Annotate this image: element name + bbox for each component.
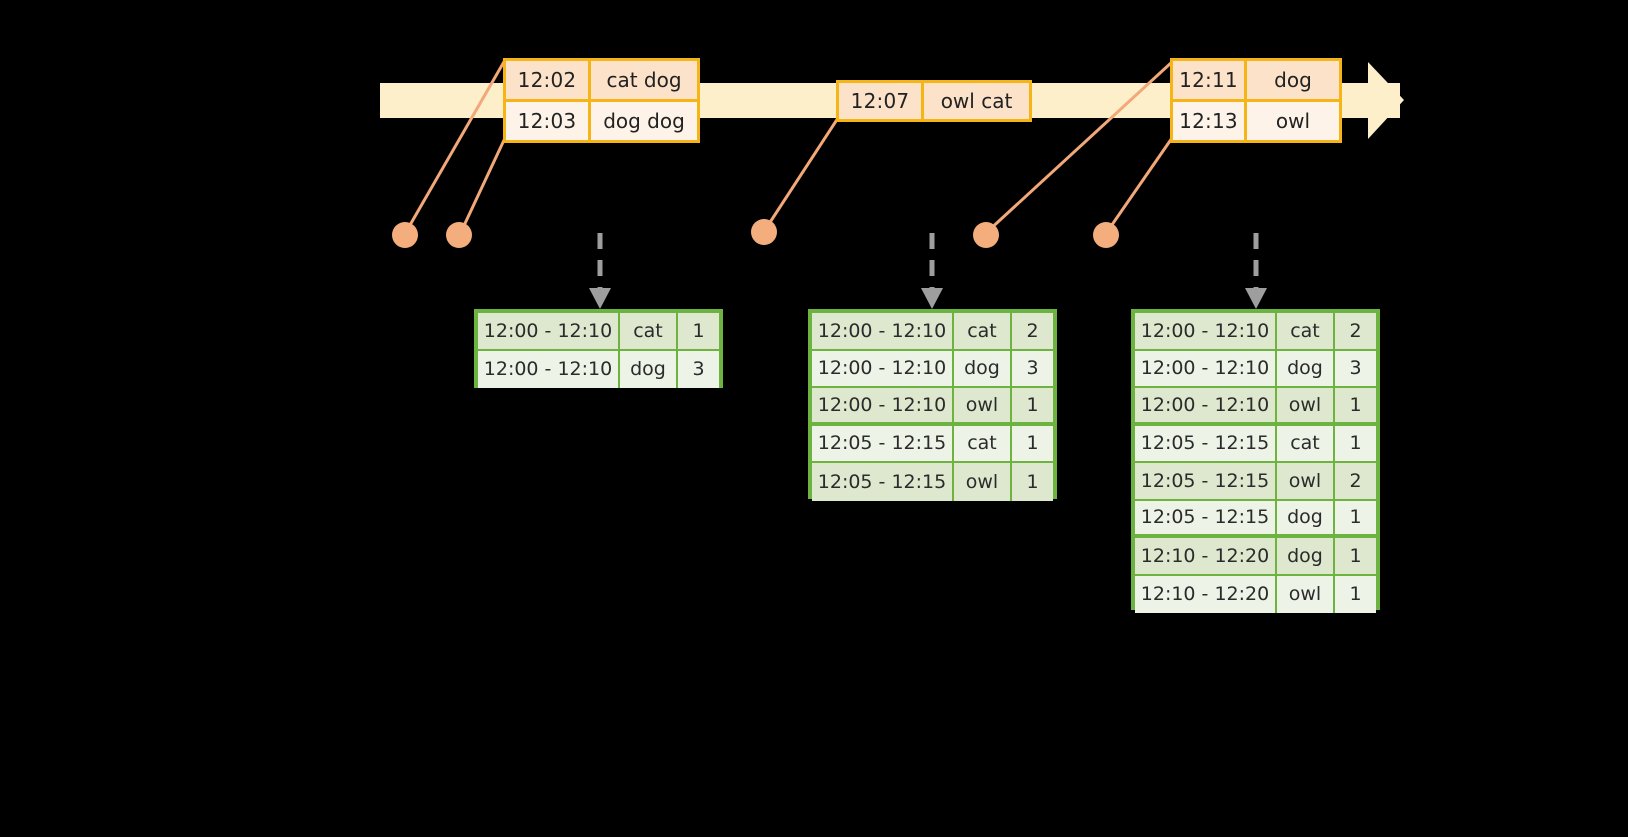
cell-word: owl — [954, 463, 1012, 501]
event-time: 12:02 — [506, 61, 591, 99]
connector-line-3 — [763, 117, 840, 231]
cell-word: dog — [954, 350, 1012, 386]
event-time: 12:13 — [1173, 102, 1247, 140]
event-words: dog — [1274, 68, 1312, 92]
marker-dot-1 — [392, 222, 418, 248]
connector-line-2 — [459, 137, 507, 233]
cell-count: 2 — [1349, 469, 1362, 492]
marker-dot-2 — [446, 222, 472, 248]
cell-word: cat — [954, 425, 1012, 461]
cell-word: dog — [1277, 350, 1335, 386]
marker-dot-4 — [973, 222, 999, 248]
event-time: 12:03 — [506, 102, 591, 140]
cell-window: 12:00 - 12:10 — [1135, 350, 1277, 386]
event-row: 12:03 dog dog — [506, 99, 697, 140]
cell-window: 12:00 - 12:10 — [812, 388, 954, 422]
connector-line-1 — [404, 59, 507, 233]
cell-window: 12:05 - 12:15 — [1135, 463, 1277, 499]
cell-count: 3 — [692, 358, 705, 381]
event-time: 12:11 — [1173, 61, 1247, 99]
cell-count: 1 — [1026, 432, 1039, 455]
event-row: 12:07 owl cat — [839, 83, 1029, 119]
cell-count: 1 — [1349, 506, 1362, 529]
cell-word: cat — [954, 313, 1012, 349]
event-words: cat dog — [606, 68, 682, 92]
event-group-2[interactable]: 12:07 owl cat — [836, 80, 1032, 122]
cell-count: 1 — [1026, 470, 1039, 493]
emit-arrow-2 — [921, 233, 943, 309]
cell-count: 1 — [692, 319, 705, 342]
event-group-1[interactable]: 12:02 cat dog 12:03 dog dog — [503, 58, 700, 143]
cell-count: 3 — [1026, 357, 1039, 380]
marker-dot-3 — [751, 219, 777, 245]
cell-count: 1 — [1349, 432, 1362, 455]
marker-dot-5 — [1093, 222, 1119, 248]
cell-count: 2 — [1026, 319, 1039, 342]
cell-count: 2 — [1349, 319, 1362, 342]
connector-line-5 — [1105, 137, 1174, 233]
cell-word: dog — [620, 350, 678, 388]
cell-word: owl — [1277, 463, 1335, 499]
cell-word: owl — [1277, 575, 1335, 613]
cell-count: 1 — [1349, 583, 1362, 606]
cell-count: 1 — [1026, 393, 1039, 416]
event-row: 12:13 owl — [1173, 99, 1339, 140]
cell-window: 12:00 - 12:10 — [478, 350, 620, 388]
event-row: 12:11 dog — [1173, 61, 1339, 99]
cell-window: 12:00 - 12:10 — [478, 313, 620, 349]
cell-word: cat — [620, 313, 678, 349]
cell-word: cat — [1277, 425, 1335, 461]
cell-window: 12:05 - 12:15 — [1135, 500, 1277, 534]
cell-window: 12:05 - 12:15 — [812, 463, 954, 501]
cell-window: 12:00 - 12:10 — [812, 350, 954, 386]
cell-word: dog — [1277, 538, 1335, 574]
cell-word: owl — [1277, 388, 1335, 422]
timeline-arrowhead — [1368, 62, 1404, 139]
cell-window: 12:10 - 12:20 — [1135, 538, 1277, 574]
emit-arrow-1 — [589, 233, 611, 309]
cell-window: 12:00 - 12:10 — [1135, 313, 1277, 349]
event-group-3[interactable]: 12:11 dog 12:13 owl — [1170, 58, 1342, 143]
cell-word: dog — [1277, 500, 1335, 534]
cell-window: 12:05 - 12:15 — [1135, 425, 1277, 461]
emit-arrow-3 — [1245, 233, 1267, 309]
cell-word: owl — [954, 388, 1012, 422]
event-words: owl — [1275, 109, 1311, 133]
event-time: 12:07 — [839, 83, 924, 119]
cell-count: 1 — [1349, 544, 1362, 567]
cell-count: 3 — [1349, 357, 1362, 380]
event-words: owl cat — [940, 89, 1013, 113]
cell-window: 12:10 - 12:20 — [1135, 575, 1277, 613]
cell-window: 12:00 - 12:10 — [1135, 388, 1277, 422]
cell-count: 1 — [1349, 393, 1362, 416]
event-row: 12:02 cat dog — [506, 61, 697, 99]
event-words: dog dog — [603, 109, 685, 133]
cell-word: cat — [1277, 313, 1335, 349]
cell-window: 12:05 - 12:15 — [812, 425, 954, 461]
cell-window: 12:00 - 12:10 — [812, 313, 954, 349]
